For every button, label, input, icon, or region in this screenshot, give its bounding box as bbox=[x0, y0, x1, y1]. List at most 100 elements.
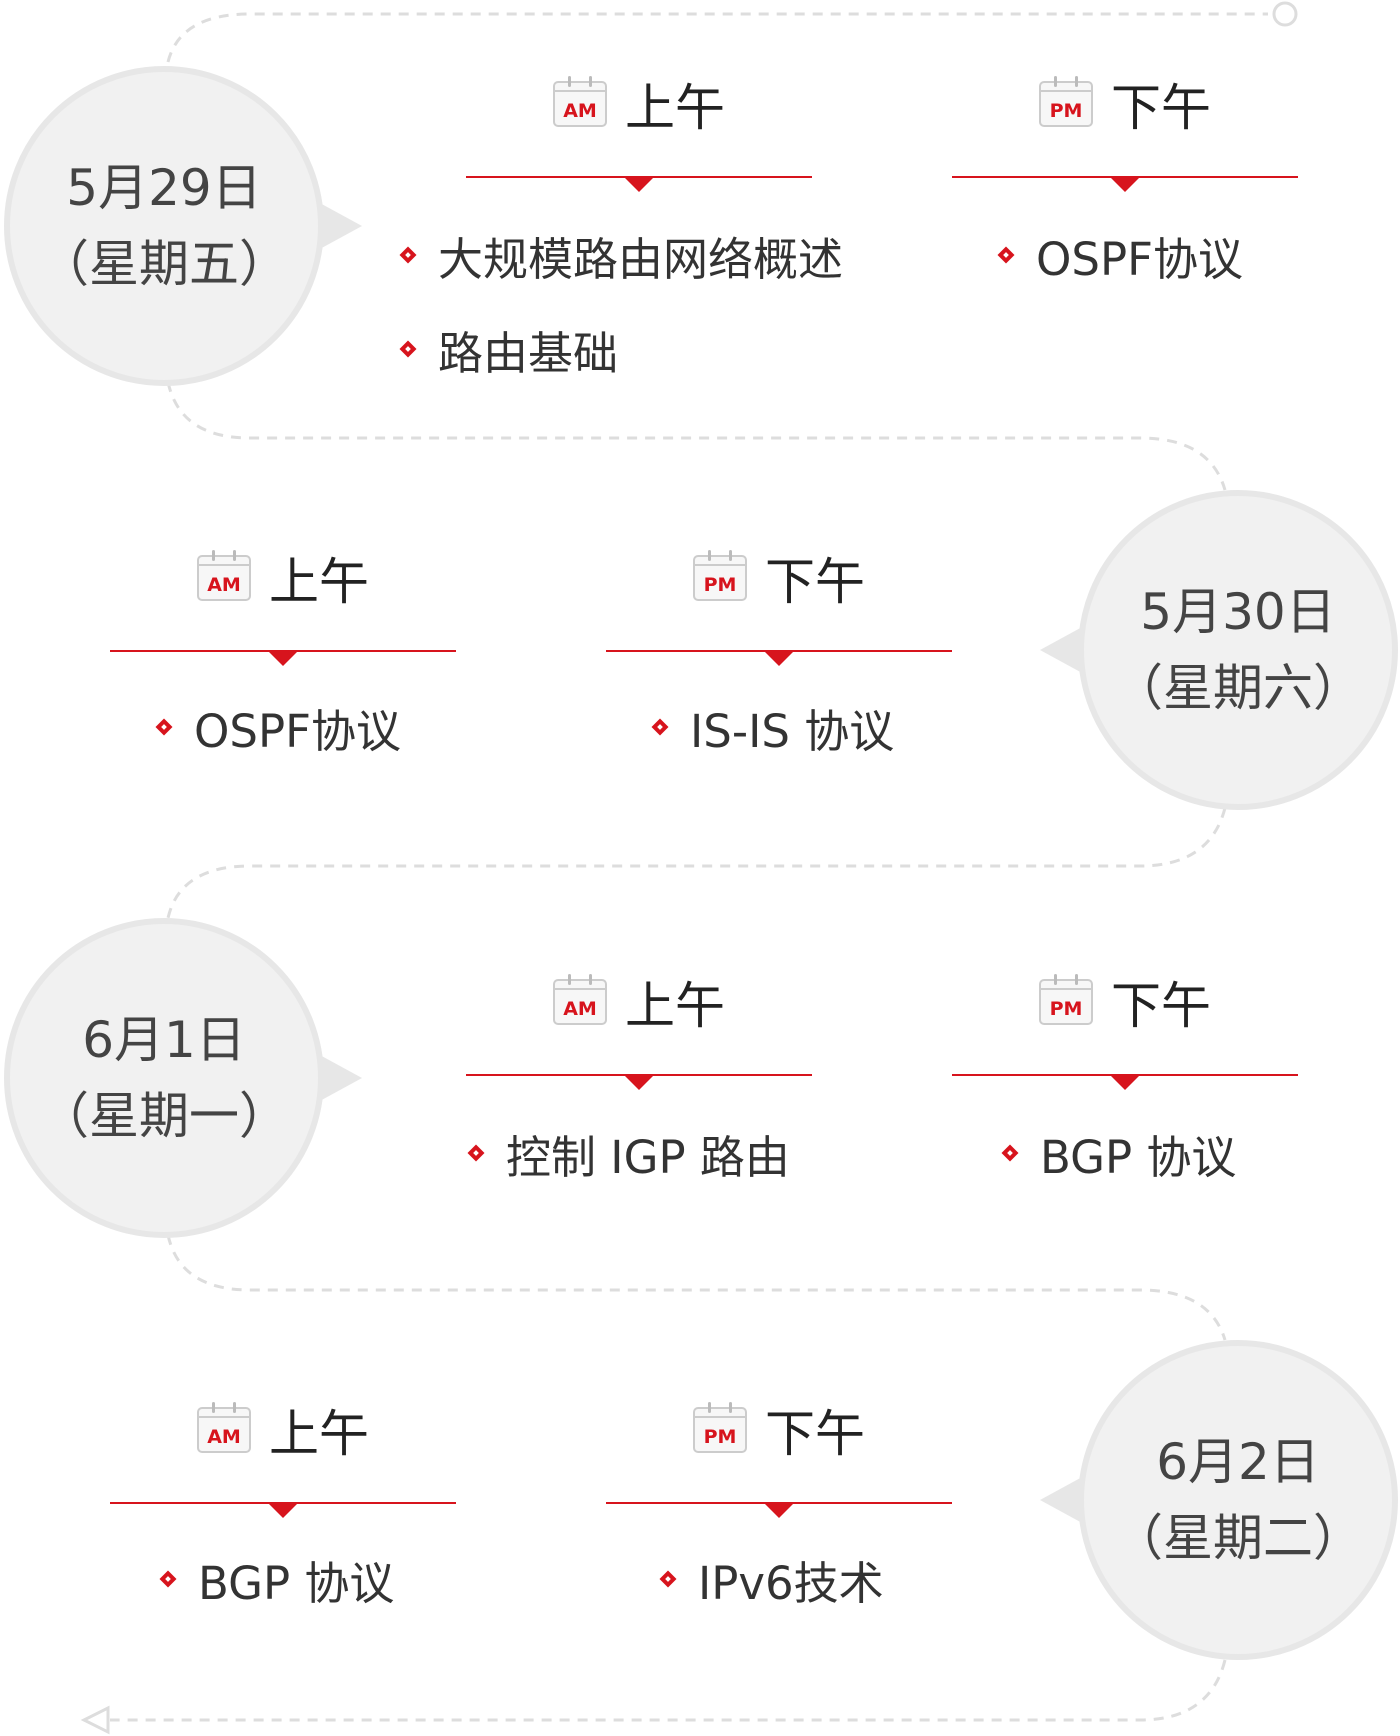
session-label: 上午 bbox=[269, 553, 369, 611]
day-bubble-pointer bbox=[318, 202, 362, 250]
topic-text: 控制 IGP 路由 bbox=[506, 1130, 790, 1184]
topic-text: 路由基础 bbox=[438, 326, 619, 380]
diamond-bullet-icon bbox=[466, 1143, 486, 1163]
am-tag: AM bbox=[207, 1426, 241, 1448]
am-tag: AM bbox=[563, 998, 597, 1020]
timeline-end-arrow bbox=[80, 1705, 110, 1735]
session-label: 下午 bbox=[1111, 977, 1211, 1035]
day3-pm-session: PM 下午 bbox=[952, 962, 1298, 1090]
day4-am-topics: BGP 协议 bbox=[158, 1532, 394, 1626]
topic-text: IPv6技术 bbox=[698, 1556, 884, 1610]
session-divider bbox=[110, 650, 456, 666]
session-divider bbox=[466, 1074, 812, 1090]
calendar-icon: AM bbox=[553, 974, 607, 1025]
session-label: 下午 bbox=[765, 1405, 865, 1463]
divider-pointer-icon bbox=[1111, 1076, 1139, 1090]
diamond-bullet-icon bbox=[1000, 1143, 1020, 1163]
day2-pm-session: PM 下午 bbox=[606, 538, 952, 666]
am-tag: AM bbox=[563, 100, 597, 122]
divider-pointer-icon bbox=[625, 178, 653, 192]
day-bubble-pointer bbox=[318, 1054, 362, 1102]
day-bubble-circle bbox=[4, 66, 324, 386]
day-bubble-pointer bbox=[1040, 1476, 1084, 1524]
topic-item: OSPF协议 bbox=[996, 208, 1243, 302]
session-divider bbox=[952, 176, 1298, 192]
day-bubble-1: 5月29日 （星期五） bbox=[4, 66, 362, 386]
topic-item: IPv6技术 bbox=[658, 1532, 884, 1626]
topic-text: 大规模路由网络概述 bbox=[438, 232, 844, 286]
calendar-icon: AM bbox=[553, 76, 607, 127]
session-divider bbox=[466, 176, 812, 192]
pm-tag: PM bbox=[1049, 998, 1083, 1020]
day-weekday: （星期五） bbox=[39, 235, 289, 293]
day1-pm-topics: OSPF协议 bbox=[996, 208, 1243, 302]
session-divider bbox=[110, 1502, 456, 1518]
diamond-bullet-icon bbox=[398, 339, 418, 359]
session-divider bbox=[606, 1502, 952, 1518]
divider-pointer-icon bbox=[765, 1504, 793, 1518]
day-weekday: （星期一） bbox=[39, 1087, 289, 1145]
day4-pm-topics: IPv6技术 bbox=[658, 1532, 884, 1626]
calendar-icon: AM bbox=[197, 1402, 251, 1453]
diamond-bullet-icon bbox=[650, 717, 670, 737]
session-label: 下午 bbox=[765, 553, 865, 611]
day-bubble-4: 6月2日 （星期二） bbox=[1040, 1340, 1398, 1660]
day-bubble-pointer bbox=[1040, 626, 1084, 674]
pm-tag: PM bbox=[703, 1426, 737, 1448]
day1-am-topics: 大规模路由网络概述 路由基础 bbox=[398, 208, 843, 396]
day3-am-topics: 控制 IGP 路由 bbox=[466, 1106, 790, 1200]
calendar-icon: PM bbox=[693, 1402, 747, 1453]
day4-pm-session: PM 下午 bbox=[606, 1390, 952, 1518]
session-label: 上午 bbox=[625, 977, 725, 1035]
day1-pm-session: PM 下午 bbox=[952, 64, 1298, 192]
day-date: 5月29日 bbox=[66, 159, 262, 217]
topic-text: OSPF协议 bbox=[194, 704, 402, 758]
session-divider bbox=[952, 1074, 1298, 1090]
timeline-start-dot bbox=[1272, 1, 1298, 27]
topic-text: OSPF协议 bbox=[1036, 232, 1244, 286]
day-bubble-2: 5月30日 （星期六） bbox=[1040, 490, 1398, 810]
day-bubble-3: 6月1日 （星期一） bbox=[4, 918, 362, 1238]
topic-text: IS-IS 协议 bbox=[690, 704, 895, 758]
topic-item: 大规模路由网络概述 bbox=[398, 208, 843, 302]
pm-tag: PM bbox=[1049, 100, 1083, 122]
topic-item: IS-IS 协议 bbox=[650, 680, 894, 774]
topic-item: BGP 协议 bbox=[1000, 1106, 1236, 1200]
session-label: 上午 bbox=[625, 79, 725, 137]
day-weekday: （星期六） bbox=[1113, 659, 1363, 717]
diamond-bullet-icon bbox=[996, 245, 1016, 265]
day1-am-session: AM 上午 bbox=[466, 64, 812, 192]
topic-item: 路由基础 bbox=[398, 302, 843, 396]
day-date: 5月30日 bbox=[1140, 583, 1336, 641]
divider-pointer-icon bbox=[269, 1504, 297, 1518]
calendar-icon: PM bbox=[693, 550, 747, 601]
topic-item: 控制 IGP 路由 bbox=[466, 1106, 790, 1200]
day2-am-session: AM 上午 bbox=[110, 538, 456, 666]
session-label: 下午 bbox=[1111, 79, 1211, 137]
session-label: 上午 bbox=[269, 1405, 369, 1463]
divider-pointer-icon bbox=[1111, 178, 1139, 192]
day-date: 6月2日 bbox=[1156, 1433, 1320, 1491]
divider-pointer-icon bbox=[625, 1076, 653, 1090]
diamond-bullet-icon bbox=[158, 1569, 178, 1589]
day2-pm-topics: IS-IS 协议 bbox=[650, 680, 894, 774]
topic-item: OSPF协议 bbox=[154, 680, 401, 774]
day3-am-session: AM 上午 bbox=[466, 962, 812, 1090]
topic-text: BGP 协议 bbox=[1040, 1130, 1237, 1184]
topic-item: BGP 协议 bbox=[158, 1532, 394, 1626]
day-bubble-circle bbox=[1078, 490, 1398, 810]
calendar-icon: PM bbox=[1039, 76, 1093, 127]
pm-tag: PM bbox=[703, 574, 737, 596]
calendar-icon: AM bbox=[197, 550, 251, 601]
day-bubble-circle bbox=[4, 918, 324, 1238]
calendar-icon: PM bbox=[1039, 974, 1093, 1025]
diamond-bullet-icon bbox=[658, 1569, 678, 1589]
session-divider bbox=[606, 650, 952, 666]
diamond-bullet-icon bbox=[154, 717, 174, 737]
day3-pm-topics: BGP 协议 bbox=[1000, 1106, 1236, 1200]
am-tag: AM bbox=[207, 574, 241, 596]
day2-am-topics: OSPF协议 bbox=[154, 680, 401, 774]
topic-text: BGP 协议 bbox=[198, 1556, 395, 1610]
divider-pointer-icon bbox=[765, 652, 793, 666]
